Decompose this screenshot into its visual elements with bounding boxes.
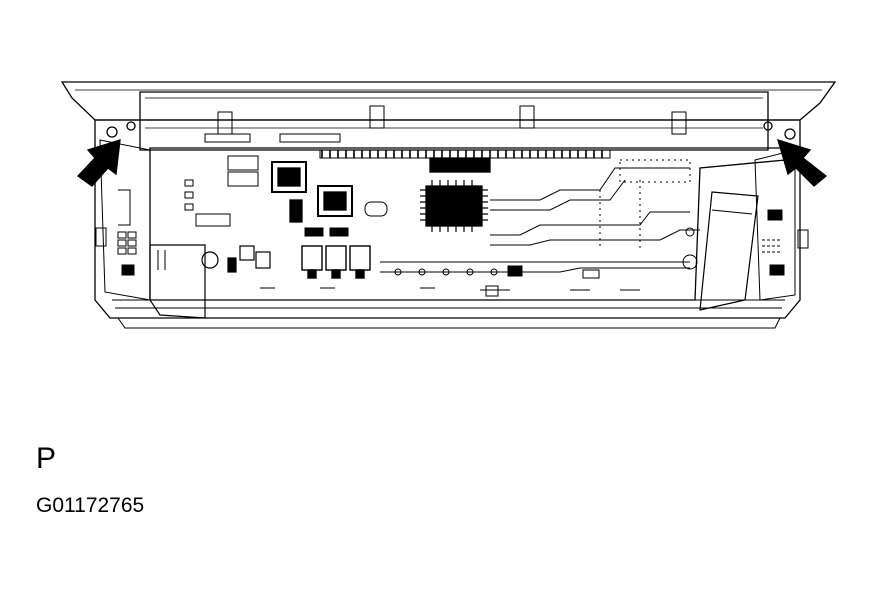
figure-code: G01172765 [36,494,145,517]
housing-clips [204,105,687,143]
flex-ribbon-cable [699,191,759,311]
small-components [184,155,388,237]
ic-chip-middle [317,185,353,217]
lower-tabs [260,285,640,297]
callout-arrow-left [77,139,121,187]
edge-connector [319,149,611,173]
display-housing-lip [145,97,763,129]
board-pads [394,227,698,279]
relay-components [301,245,371,279]
ic-chip-large [420,180,488,232]
left-components [201,245,271,273]
view-letter: P [36,442,57,475]
ic-chip-small [289,199,303,223]
cluster-frame [94,119,801,319]
flex-ribbon-edge [711,209,753,215]
retaining-straps [149,244,206,319]
cluster-top-cover [60,81,837,121]
callout-arrow-right [777,139,828,187]
frame-bottom-rail [112,299,785,329]
mounting-screws [106,121,796,140]
ic-chip-left [271,161,307,193]
circuit-traces [380,159,700,273]
display-housing [139,91,769,151]
